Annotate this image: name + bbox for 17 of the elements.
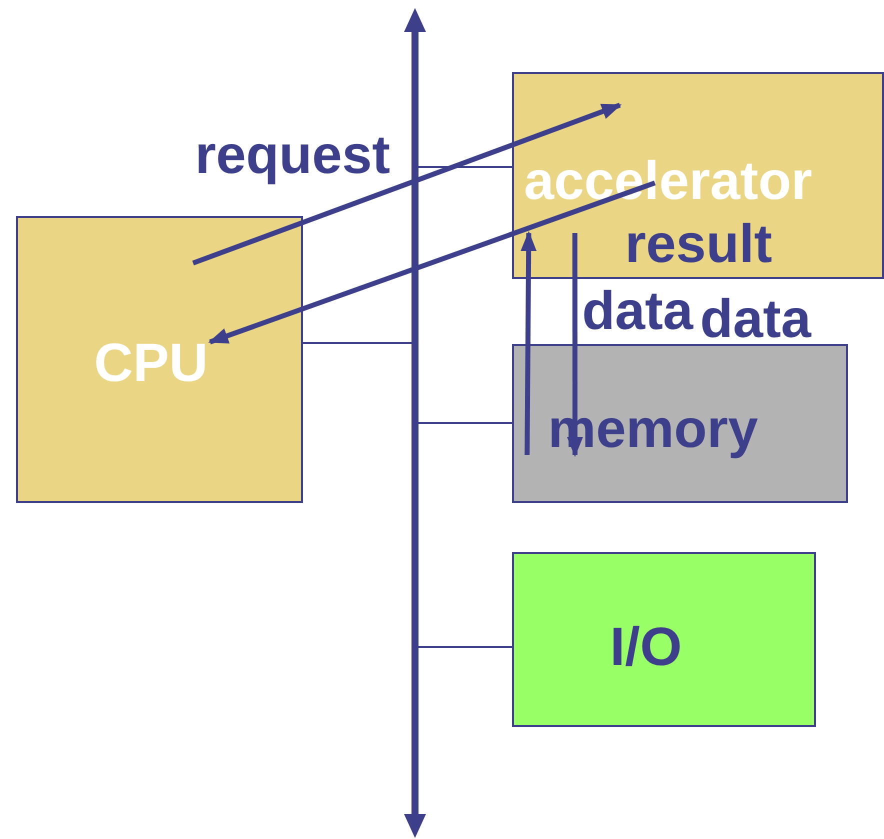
bus-connector — [418, 422, 512, 424]
bus-connector — [418, 646, 512, 648]
edge-label: data — [582, 284, 694, 338]
component-box — [16, 216, 303, 503]
component-box — [512, 552, 816, 727]
arrow — [192, 102, 622, 266]
arrow — [520, 231, 537, 455]
edge-label: result — [625, 217, 772, 271]
arrow — [208, 180, 656, 344]
edge-label: request — [195, 128, 390, 182]
bus-connector — [418, 166, 512, 168]
component-box — [512, 72, 884, 279]
arrow — [567, 233, 583, 457]
edge-label: data — [700, 292, 812, 346]
component-label: accelerator — [524, 154, 812, 208]
component-label: I/O — [610, 620, 682, 674]
component-label: CPU — [94, 336, 208, 390]
